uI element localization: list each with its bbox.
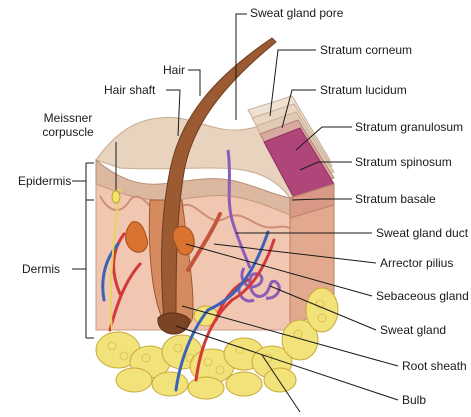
label-stratum-corneum: Stratum corneum (320, 43, 412, 57)
label-stratum-lucidum: Stratum lucidum (320, 83, 407, 97)
label-sebaceous-gland: Sebaceous gland (376, 289, 469, 303)
label-arrector-pilius: Arrector pilius (380, 256, 453, 270)
label-stratum-spinosum: Stratum spinosum (355, 155, 452, 169)
label-meissner-corpuscle: Meissner corpuscle (30, 111, 106, 139)
label-hair: Hair (163, 63, 185, 77)
label-stratum-granulosum: Stratum granulosum (355, 120, 463, 134)
label-sweat-gland-duct: Sweat gland duct (376, 226, 468, 240)
label-bulb: Bulb (402, 393, 426, 407)
label-hair-shaft: Hair shaft (104, 83, 155, 97)
meissner-corpuscle-shape (112, 191, 120, 203)
hair-bulb (158, 313, 190, 334)
label-sweat-gland-pore: Sweat gland pore (250, 6, 343, 20)
label-dermis: Dermis (22, 262, 60, 276)
label-epidermis: Epidermis (18, 174, 71, 188)
label-stratum-basale: Stratum basale (355, 192, 436, 206)
label-sweat-gland: Sweat gland (380, 323, 446, 337)
label-root-sheath: Root sheath (402, 359, 467, 373)
